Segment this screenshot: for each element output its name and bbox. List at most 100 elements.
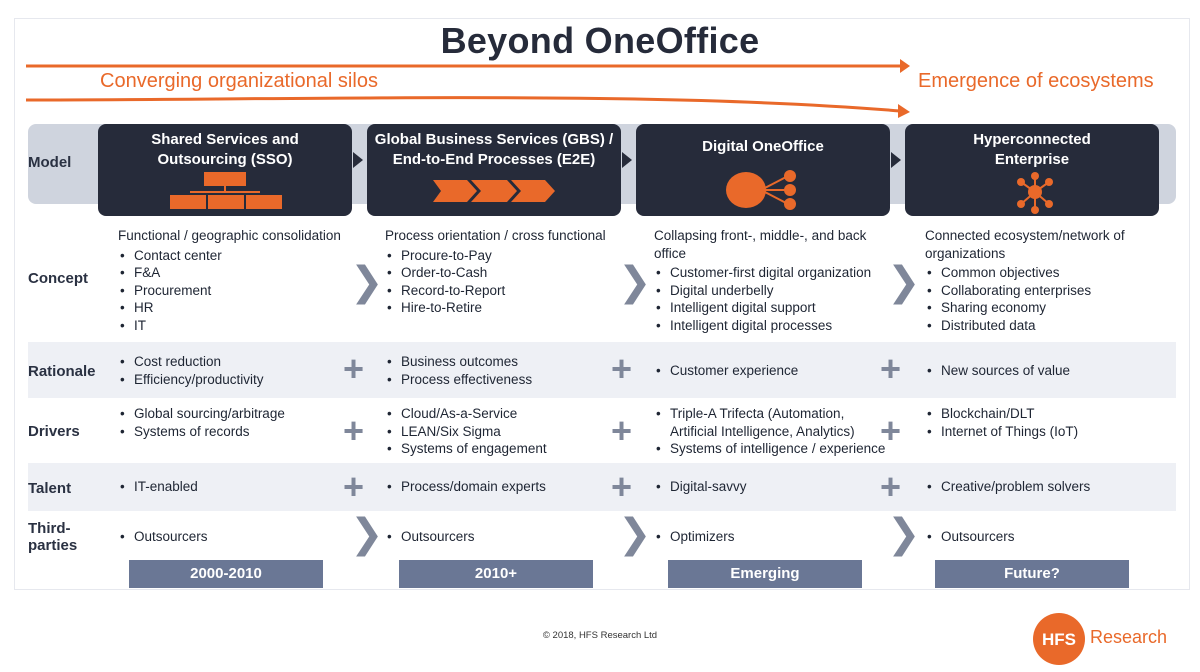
list-item: Procure-to-Pay	[385, 247, 625, 265]
list-item: Business outcomes	[385, 353, 615, 371]
model-title-line2: Enterprise	[994, 151, 1070, 168]
list-item: Outsourcers	[118, 528, 348, 546]
model-box-sso: Shared Services and Outsourcing (SSO)	[98, 124, 352, 216]
drivers-col-1: Global sourcing/arbitrage Systems of rec…	[118, 405, 348, 440]
list-item: New sources of value	[925, 362, 1155, 380]
model-arrows	[353, 152, 901, 168]
list-item: Outsourcers	[385, 528, 615, 546]
concept-lead: Process orientation / cross functional	[385, 228, 606, 243]
list-item: Blockchain/DLT	[925, 405, 1155, 423]
hub-nodes-icon	[726, 170, 796, 210]
model-title-line2: Outsourcing (SSO)	[157, 151, 293, 168]
plus-icon: +	[880, 466, 902, 507]
talent-col-4: Creative/problem solvers	[925, 478, 1155, 496]
concept-col-3: Collapsing front-, middle-, and back off…	[654, 227, 884, 335]
plus-icon: +	[343, 466, 365, 507]
rationale-col-2: Business outcomes Process effectiveness	[385, 353, 615, 388]
concept-lead: Functional / geographic consolidation	[118, 228, 341, 243]
row-label-rationale: Rationale	[28, 363, 96, 380]
list-item: Sharing economy	[925, 299, 1155, 317]
drivers-col-2: Cloud/As-a-Service LEAN/Six Sigma System…	[385, 405, 615, 458]
logo-mark: HFS	[1042, 630, 1076, 649]
concept-col-2: Process orientation / cross functional P…	[385, 227, 625, 317]
network-icon	[1017, 172, 1053, 214]
list-item: Customer-first digital organization	[654, 264, 884, 282]
model-box-hyperconnected: Hyperconnected Enterprise	[905, 124, 1159, 216]
list-item: Process/domain experts	[385, 478, 615, 496]
rationale-col-1: Cost reduction Efficiency/productivity	[118, 353, 348, 388]
list-item: Cost reduction	[118, 353, 348, 371]
list-item: Process effectiveness	[385, 371, 615, 389]
third-parties-col-2: Outsourcers	[385, 528, 615, 546]
chevron-right-icon: ❯	[350, 260, 384, 304]
row-label-third-parties: Third- parties	[28, 520, 77, 554]
list-item: LEAN/Six Sigma	[385, 423, 615, 441]
list-item: IT	[118, 317, 358, 335]
list-item: Internet of Things (IoT)	[925, 423, 1155, 441]
model-title-line1: Digital OneOffice	[702, 138, 824, 155]
list-item: Distributed data	[925, 317, 1155, 335]
talent-col-2: Process/domain experts	[385, 478, 615, 496]
third-parties-col-4: Outsourcers	[925, 528, 1155, 546]
list-item: Digital underbelly	[654, 282, 884, 300]
page-title: Beyond OneOffice	[440, 20, 760, 61]
chevron-right-icon: ❯	[618, 260, 652, 304]
plus-icon: +	[611, 348, 633, 389]
plus-icon: +	[343, 348, 365, 389]
plus-icon: +	[880, 410, 902, 451]
model-title-line2: End-to-End Processes (E2E)	[392, 151, 596, 168]
list-item: Systems of engagement	[385, 440, 615, 458]
subtitle-left: Converging organizational silos	[100, 70, 378, 92]
list-item: Creative/problem solvers	[925, 478, 1155, 496]
row-label-drivers: Drivers	[28, 423, 80, 440]
crossing-arrows	[25, 59, 910, 118]
row-label-third-parties-line2: parties	[28, 537, 78, 554]
subtitle-right: Emergence of ecosystems	[918, 70, 1154, 92]
plus-icon: +	[343, 410, 365, 451]
concept-lead: Collapsing front-, middle-, and back off…	[654, 228, 867, 261]
list-item: Contact center	[118, 247, 358, 265]
process-chevrons-icon	[433, 180, 555, 202]
rationale-col-4: New sources of value	[925, 362, 1155, 380]
plus-icon: +	[611, 466, 633, 507]
hfs-logo: HFS	[1033, 613, 1085, 665]
concept-col-1: Functional / geographic consolidation Co…	[118, 227, 358, 335]
chevron-right-icon: ❯	[887, 512, 921, 556]
list-item: Efficiency/productivity	[118, 371, 348, 389]
model-title-line1: Shared Services and	[151, 131, 299, 148]
model-title-line1: Global Business Services (GBS) /	[374, 131, 614, 148]
list-item: Cloud/As-a-Service	[385, 405, 615, 423]
era-label: Emerging	[668, 560, 862, 588]
list-item: Systems of intelligence / experience	[654, 440, 894, 458]
list-item: IT-enabled	[118, 478, 348, 496]
list-item: Optimizers	[654, 528, 884, 546]
row-label-model: Model	[28, 154, 72, 171]
list-item: Systems of records	[118, 423, 348, 441]
chevron-right-icon: ❯	[350, 512, 384, 556]
era-label: Future?	[935, 560, 1129, 588]
row-label-talent: Talent	[28, 480, 72, 497]
list-item: Record-to-Report	[385, 282, 625, 300]
list-item: Order-to-Cash	[385, 264, 625, 282]
list-item: Common objectives	[925, 264, 1155, 282]
plus-icon: +	[611, 410, 633, 451]
third-parties-col-3: Optimizers	[654, 528, 884, 546]
list-item: Collaborating enterprises	[925, 282, 1155, 300]
list-item: Global sourcing/arbitrage	[118, 405, 348, 423]
drivers-col-4: Blockchain/DLT Internet of Things (IoT)	[925, 405, 1155, 440]
list-item: Procurement	[118, 282, 358, 300]
drivers-col-3: Triple-A Trifecta (Automation, Artificia…	[654, 405, 894, 458]
list-item: Outsourcers	[925, 528, 1155, 546]
row-label-concept: Concept	[28, 270, 88, 287]
list-item: F&A	[118, 264, 358, 282]
list-item: Intelligent digital support	[654, 299, 884, 317]
list-item: Intelligent digital processes	[654, 317, 884, 335]
talent-col-3: Digital-savvy	[654, 478, 884, 496]
model-box-gbs: Global Business Services (GBS) / End-to-…	[367, 124, 621, 216]
era-label: 2010+	[399, 560, 593, 588]
row-label-third-parties-line1: Third-	[28, 520, 71, 537]
chevron-right-icon: ❯	[887, 260, 921, 304]
org-chart-icon	[170, 172, 282, 209]
copyright-text: © 2018, HFS Research Ltd	[542, 630, 658, 641]
list-item: Digital-savvy	[654, 478, 884, 496]
